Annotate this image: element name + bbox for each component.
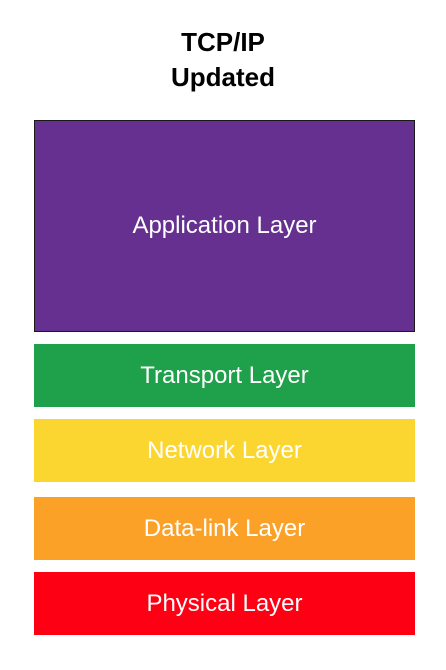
transport-layer-label: Transport Layer <box>140 361 309 389</box>
data-link-layer-label: Data-link Layer <box>143 514 306 542</box>
physical-layer-label: Physical Layer <box>146 589 303 617</box>
application-layer-label: Application Layer <box>132 212 317 239</box>
data-link-layer-block: Data-link Layer <box>34 497 415 560</box>
transport-layer-block: Transport Layer <box>34 344 415 407</box>
network-layer-label: Network Layer <box>147 436 302 464</box>
physical-layer-block: Physical Layer <box>34 572 415 635</box>
network-layer-block: Network Layer <box>34 419 415 482</box>
application-layer-block: Application Layer <box>34 120 415 332</box>
diagram-title-line-1: TCP/IP <box>181 27 265 57</box>
diagram-title-line-2: Updated <box>171 62 275 92</box>
